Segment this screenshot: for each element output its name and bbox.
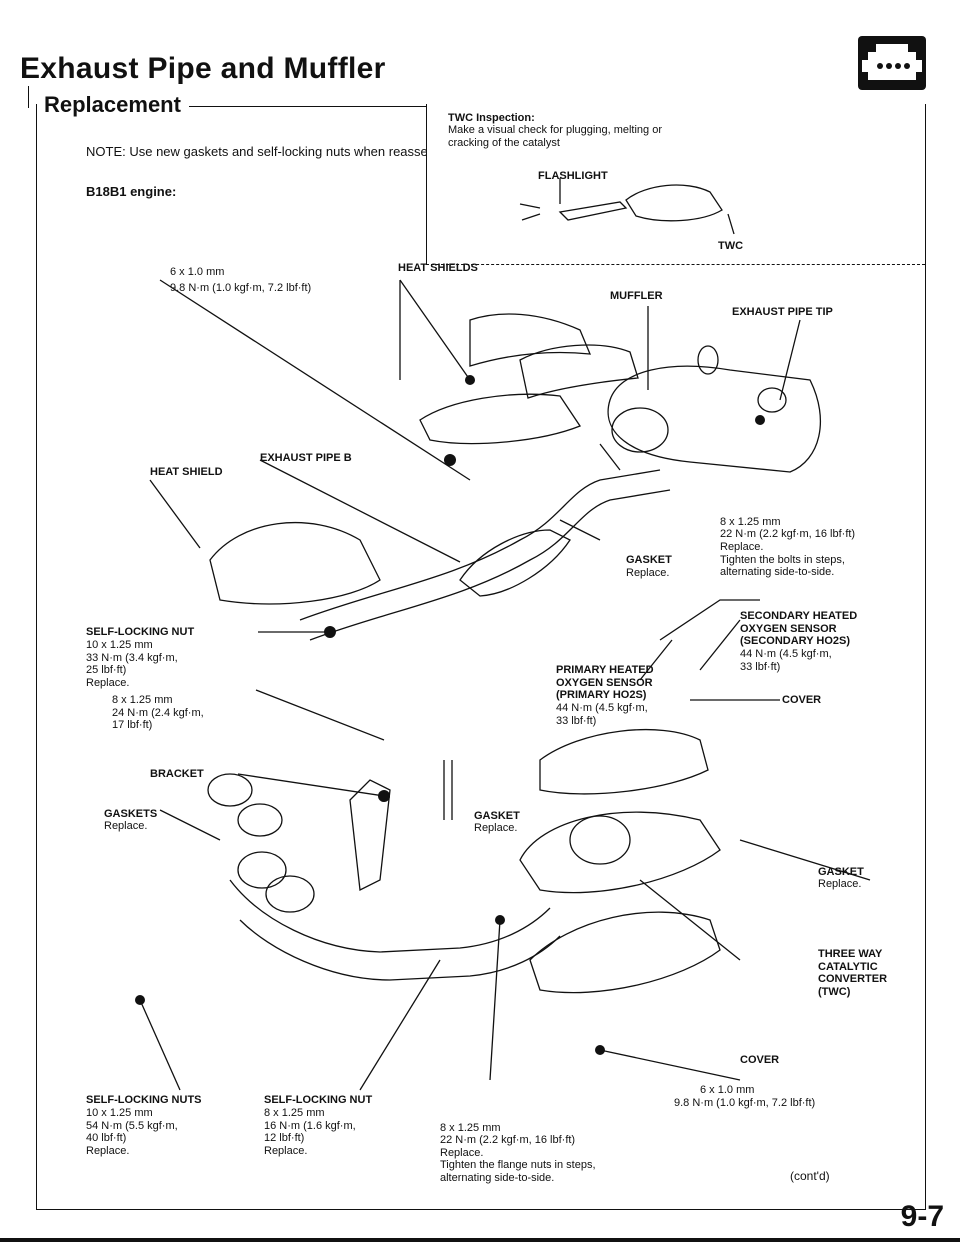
- bolt-8x125-bracket-spec: 8 x 1.25 mm 24 N·m (2.4 kgf·m, 17 lbf·ft…: [112, 694, 204, 731]
- cover-bottom-label: COVER: [740, 1054, 780, 1066]
- twc-inset-label: TWC: [718, 240, 744, 252]
- twc-inspection-heading: TWC Inspection:: [448, 112, 535, 124]
- bolt-8x125-muffler-torque: 22 N·m (2.2 kgf·m, 16 lbf·ft): [720, 528, 856, 540]
- self-locking-nut-c-label: SELF-LOCKING NUT: [264, 1094, 373, 1106]
- primary-sensor-torque: 44 N·m (4.5 kgf·m, 33 lbf·ft): [556, 702, 648, 727]
- flashlight-label: FLASHLIGHT: [538, 170, 608, 182]
- bolt-8x125-flange-spec: 22 N·m (2.2 kgf·m, 16 lbf·ft) Replace. T…: [440, 1134, 596, 1184]
- self-locking-nut-c-spec: 8 x 1.25 mm 16 N·m (1.6 kgf·m, 12 lbf·ft…: [264, 1107, 356, 1157]
- gasket-right-label: GASKET: [818, 866, 864, 878]
- secondary-sensor-torque: 44 N·m (4.5 kgf·m, 33 lbf·ft): [740, 648, 832, 673]
- page-number: 9-7: [900, 1200, 944, 1233]
- engine-label: B18B1 engine:: [86, 184, 177, 199]
- muffler-label: MUFFLER: [610, 290, 663, 302]
- heat-shield-label: HEAT SHIELD: [150, 466, 223, 478]
- page-title: Exhaust Pipe and Muffler: [20, 52, 386, 85]
- gasket-muffler-note: Replace.: [626, 567, 670, 579]
- self-locking-nuts-b-label: SELF-LOCKING NUTS: [86, 1094, 202, 1106]
- bolt-6x10-bottom-torque: 9.8 N·m (1.0 kgf·m, 7.2 lbf·ft): [674, 1097, 816, 1109]
- exhaust-pipe-b-label: EXHAUST PIPE B: [260, 452, 352, 464]
- twc-inspection-text: Make a visual check for plugging, meltin…: [448, 124, 662, 149]
- section-subtitle: Replacement: [44, 92, 189, 118]
- bolt-8x125-muffler-note: Replace. Tighten the bolts in steps, alt…: [720, 541, 845, 578]
- self-locking-nuts-b-spec: 10 x 1.25 mm 54 N·m (5.5 kgf·m, 40 lbf·f…: [86, 1107, 178, 1157]
- bolt-6x10-top-torque: 9.8 N·m (1.0 kgf·m, 7.2 lbf·ft): [170, 282, 312, 294]
- self-locking-nut-a-spec: 10 x 1.25 mm 33 N·m (3.4 kgf·m, 25 lbf·f…: [86, 639, 178, 689]
- cover-top-label: COVER: [782, 694, 822, 706]
- gasket-right-note: Replace.: [818, 878, 862, 890]
- gasket-mid-label: GASKET: [474, 810, 520, 822]
- bolt-8x125-flange-size: 8 x 1.25 mm: [440, 1122, 501, 1134]
- secondary-sensor-label: SECONDARY HEATED OXYGEN SENSOR (SECONDAR…: [740, 610, 858, 647]
- continued-label: (cont'd): [790, 1169, 830, 1183]
- twc-label: THREE WAY CATALYTIC CONVERTER (TWC): [818, 948, 888, 998]
- reassembly-note: NOTE: Use new gaskets and self-locking n…: [86, 144, 470, 159]
- gasket-mid-note: Replace.: [474, 822, 518, 834]
- header-tick: [28, 86, 29, 108]
- gasket-muffler-label: GASKET: [626, 554, 672, 566]
- bolt-8x125-muffler-size: 8 x 1.25 mm: [720, 516, 781, 528]
- bolt-6x10-bottom-size: 6 x 1.0 mm: [700, 1084, 755, 1096]
- gaskets-note: Replace.: [104, 820, 148, 832]
- bracket-label: BRACKET: [150, 768, 204, 780]
- primary-sensor-label: PRIMARY HEATED OXYGEN SENSOR (PRIMARY HO…: [556, 664, 654, 701]
- content-frame: [36, 104, 926, 1210]
- exhaust-pipe-tip-label: EXHAUST PIPE TIP: [732, 306, 833, 318]
- bolt-6x10-top-size: 6 x 1.0 mm: [170, 266, 225, 278]
- heat-shields-label: HEAT SHIELDS: [398, 262, 478, 274]
- self-locking-nut-a-label: SELF-LOCKING NUT: [86, 626, 195, 638]
- engine-section-icon: [858, 36, 926, 90]
- bottom-rule: [0, 1238, 960, 1242]
- gaskets-label: GASKETS: [104, 808, 158, 820]
